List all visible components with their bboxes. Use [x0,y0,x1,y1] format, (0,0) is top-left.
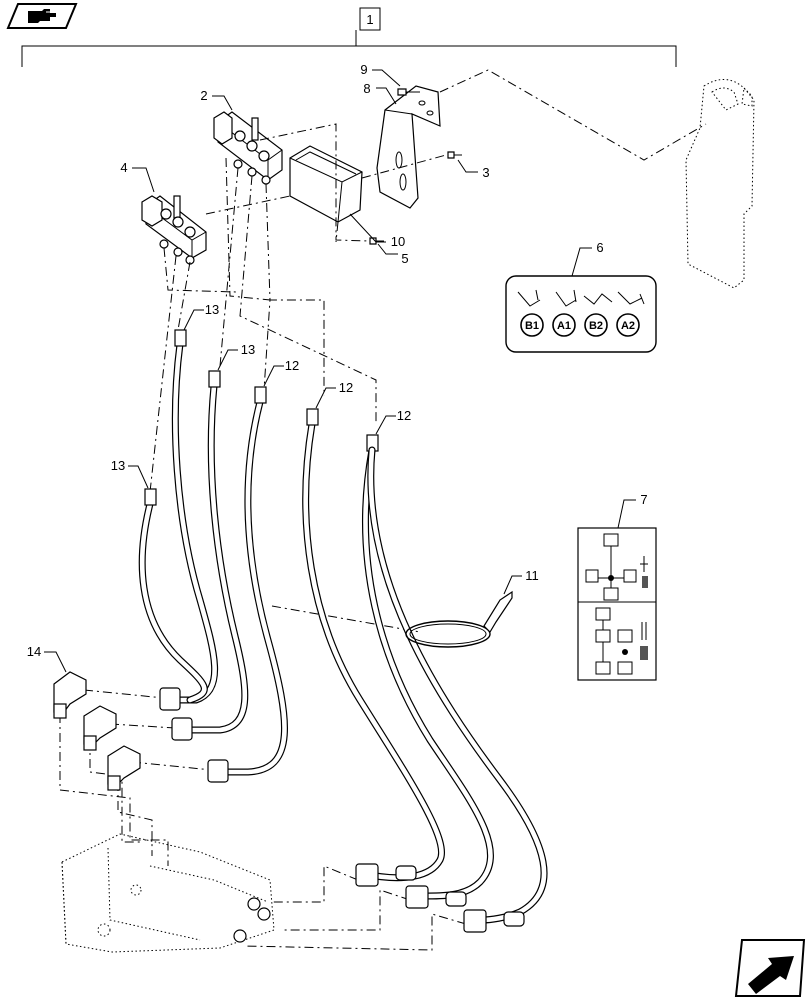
leader-lines [44,69,636,673]
callout-9: 9 [360,62,367,77]
machine-arm-outline [685,79,755,289]
callout-1: 1 [366,12,373,27]
hose-fittings-lower [159,687,525,933]
screw-5 [369,237,384,245]
svg-text:A2: A2 [621,320,635,332]
callout-10: 10 [391,234,405,249]
callout-14: 14 [27,644,41,659]
decal-6: B1 A1 B2 A2 [505,275,657,353]
back-button[interactable] [6,3,78,29]
svg-text:B2: B2 [589,320,603,332]
callout-7: 7 [640,492,647,507]
phantom-lines [59,69,707,951]
control-valve-outline [61,833,275,953]
arrow-next-icon [748,956,794,994]
callout-2: 2 [200,88,207,103]
callout-6: 6 [596,240,603,255]
cable-tie-11 [405,590,513,648]
screw-3 [447,151,462,159]
callout-12a: 12 [285,358,299,373]
operation-pictogram-icon [585,533,648,675]
callout-4: 4 [120,160,127,175]
hose-13c [138,488,208,704]
mounting-bracket [376,85,441,209]
guard-cover [289,145,363,223]
elbow-fitting-b [83,705,117,751]
badge-a2: A2 [616,313,640,337]
hand-pointing-icon [28,9,56,23]
callout-13a: 13 [205,302,219,317]
hose-12a [220,386,288,776]
hose-13b [184,370,249,734]
svg-text:B1: B1 [525,320,539,332]
callout-5: 5 [401,251,408,266]
callout-3: 3 [482,165,489,180]
callout-labels: 2 3 4 5 6 7 8 9 10 11 12 12 12 13 13 13 … [27,62,648,659]
valve-block-2 [213,111,283,185]
assembly-bracket: 1 [21,7,677,67]
decal-7 [577,527,657,681]
screw-9 [397,88,420,96]
callout-12c: 12 [397,408,411,423]
next-button[interactable] [734,939,806,997]
hose-12b [302,408,445,882]
callout-8: 8 [363,81,370,96]
badge-b2: B2 [584,313,608,337]
badge-a1: A1 [552,313,576,337]
lever-pictogram-icon [517,289,645,307]
badge-b1: B1 [520,313,544,337]
hose-12d [367,446,548,924]
callout-13b: 13 [241,342,255,357]
valve-block-4 [141,195,207,265]
callout-13c: 13 [111,458,125,473]
callout-11: 11 [525,568,539,583]
elbow-fitting-c [107,745,141,791]
hose-13a [168,329,219,704]
callout-12b: 12 [339,380,353,395]
elbow-fitting-14 [53,671,87,719]
svg-text:A1: A1 [557,320,571,332]
